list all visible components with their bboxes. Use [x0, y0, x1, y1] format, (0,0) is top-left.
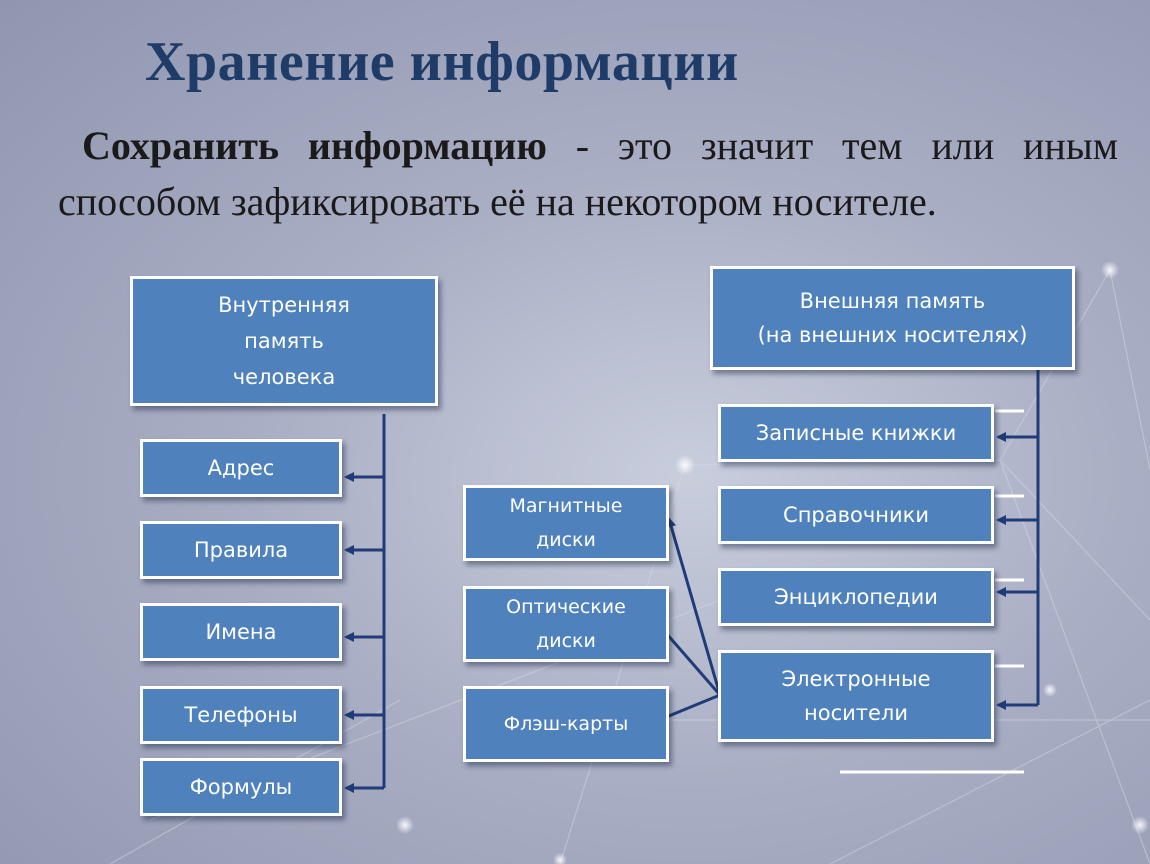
intro-text: Сохранить информацию - это значит тем ил…: [58, 118, 1118, 230]
node-formuly: Формулы: [140, 758, 342, 816]
slide-title: Хранение информации: [145, 31, 739, 93]
intro-definition: - это значит тем или иным способом зафик…: [58, 123, 1118, 224]
node-directories: Справочники: [718, 486, 994, 544]
node-imena: Имена: [140, 603, 342, 661]
node-optical-disks: Оптические диски: [463, 586, 669, 662]
node-electronic-media: Электронные носители: [718, 650, 994, 742]
node-flash-cards: Флэш-карты: [463, 686, 669, 762]
external-memory-box: Внешняя память (на внешних носителях): [710, 266, 1075, 370]
node-telefony: Телефоны: [140, 686, 342, 744]
arrow-to-magnetic: [666, 517, 722, 696]
internal-memory-box: Внутренняя память человека: [130, 276, 438, 406]
arrow-to-flash: [657, 693, 721, 722]
node-notebooks: Записные книжки: [718, 404, 994, 462]
node-magnetic-disks: Магнитные диски: [463, 485, 669, 561]
node-encyclopedias: Энциклопедии: [718, 568, 994, 626]
intro-term: Сохранить информацию: [82, 123, 547, 168]
node-pravila: Правила: [140, 521, 342, 579]
arrow-to-optical: [657, 623, 722, 696]
node-adres: Адрес: [140, 439, 342, 497]
